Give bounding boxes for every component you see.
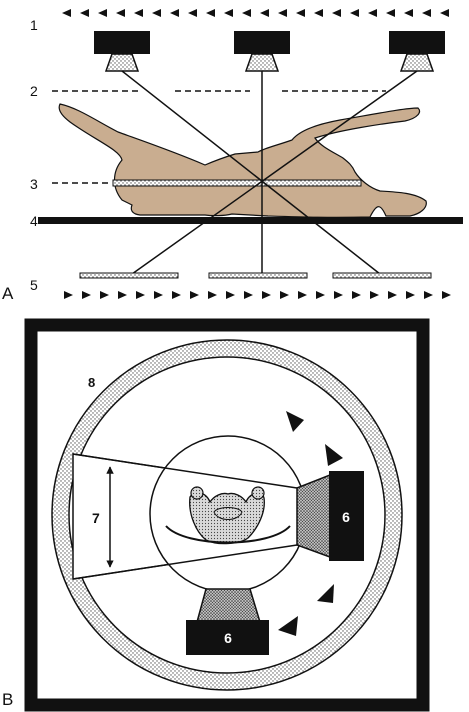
arrowhead-icon [368,9,377,17]
arrowhead-icon [278,9,287,17]
arrowhead-icon [442,291,451,299]
source-block-right [329,471,364,561]
arrowhead-icon [244,291,253,299]
arrowhead-icon [424,291,433,299]
arrowhead-icon [316,291,325,299]
arrowhead-icon [286,411,304,432]
detector-plate-icon [208,272,308,279]
detector-plates [79,272,432,279]
arrowhead-icon [62,9,71,17]
label-6-right: 6 [342,509,350,525]
arrowhead-icon [440,9,449,17]
arrowhead-icon [206,9,215,17]
arrowhead-icon [370,291,379,299]
label-7: 7 [92,510,100,526]
source-block-icon [234,31,290,54]
arrowhead-icon [116,9,125,17]
source-block-bottom [186,620,269,655]
stippled-cone-icon [399,53,435,72]
label-6-bottom: 6 [224,630,232,646]
arrowhead-icon [386,9,395,17]
arrowhead-icon [280,291,289,299]
arrowhead-icon [170,9,179,17]
arrowhead-icon [404,9,413,17]
arrowhead-icon [118,291,127,299]
arrowhead-icon [100,291,109,299]
arrowhead-icon [298,291,307,299]
detector-plate-icon [79,272,179,279]
gantry-frame [24,318,430,712]
label-3: 3 [30,176,38,192]
fan-edge-top [72,453,298,489]
panel-letter-a: A [2,284,14,303]
arrowhead-icon [314,9,323,17]
arrowhead-icon [388,291,397,299]
label-5: 5 [30,277,38,293]
animal-body [58,103,427,219]
arrowhead-icon [350,9,359,17]
label-1: 1 [30,17,38,33]
label-8: 8 [88,375,95,390]
panel-a: 1 2 3 4 5 A [2,9,463,303]
arrowhead-icon [334,291,343,299]
arrowhead-icon [278,616,298,636]
arrowhead-icon [226,291,235,299]
cross-section-inner [213,507,243,520]
arrowhead-icon [172,291,181,299]
arrowhead-icon [296,9,305,17]
detector-plate-icon [332,272,432,279]
label-2: 2 [30,83,38,99]
panel-letter-b: B [2,690,13,709]
arrowhead-icon [98,9,107,17]
fan-edge-bottom [72,544,298,580]
arrowhead-icon [208,291,217,299]
arrowhead-icon [224,9,233,17]
arrowhead-icon [152,9,161,17]
ear-right [251,486,265,500]
label-4: 4 [30,213,38,229]
source-assembly-right [389,31,445,72]
source-assembly-center [234,31,290,72]
arrowhead-icon [262,291,271,299]
bottom-arrow-row [64,291,451,299]
stippled-cone-icon [104,53,140,72]
support-cradle [165,525,291,544]
arrowhead-icon [325,444,343,466]
arrowhead-icon [260,9,269,17]
panel-b: 6 6 7 8 B [2,318,430,712]
source-block-icon [389,31,445,54]
arrowhead-icon [190,291,199,299]
arrowhead-icon [64,291,73,299]
slice-plane-3-band [112,179,362,187]
source-assembly-left [94,31,150,72]
arrowhead-icon [406,291,415,299]
table-bar [38,217,463,224]
stippled-cone-icon [296,473,331,559]
arrowhead-icon [80,9,89,17]
arrowhead-icon [154,291,163,299]
arrowhead-icon [317,584,334,603]
arrowhead-icon [242,9,251,17]
stippled-cone-icon [244,53,280,72]
arrowhead-icon [188,9,197,17]
stippled-cone-icon [196,588,262,623]
arrowhead-icon [352,291,361,299]
ear-left [190,486,204,500]
arrowhead-icon [422,9,431,17]
arrowhead-icon [332,9,341,17]
arrowhead-icon [136,291,145,299]
rotation-arrows [278,411,343,636]
arrowhead-icon [82,291,91,299]
source-block-icon [94,31,150,54]
projection-lines [121,70,418,275]
top-arrow-row [62,9,449,17]
arrowhead-icon [134,9,143,17]
